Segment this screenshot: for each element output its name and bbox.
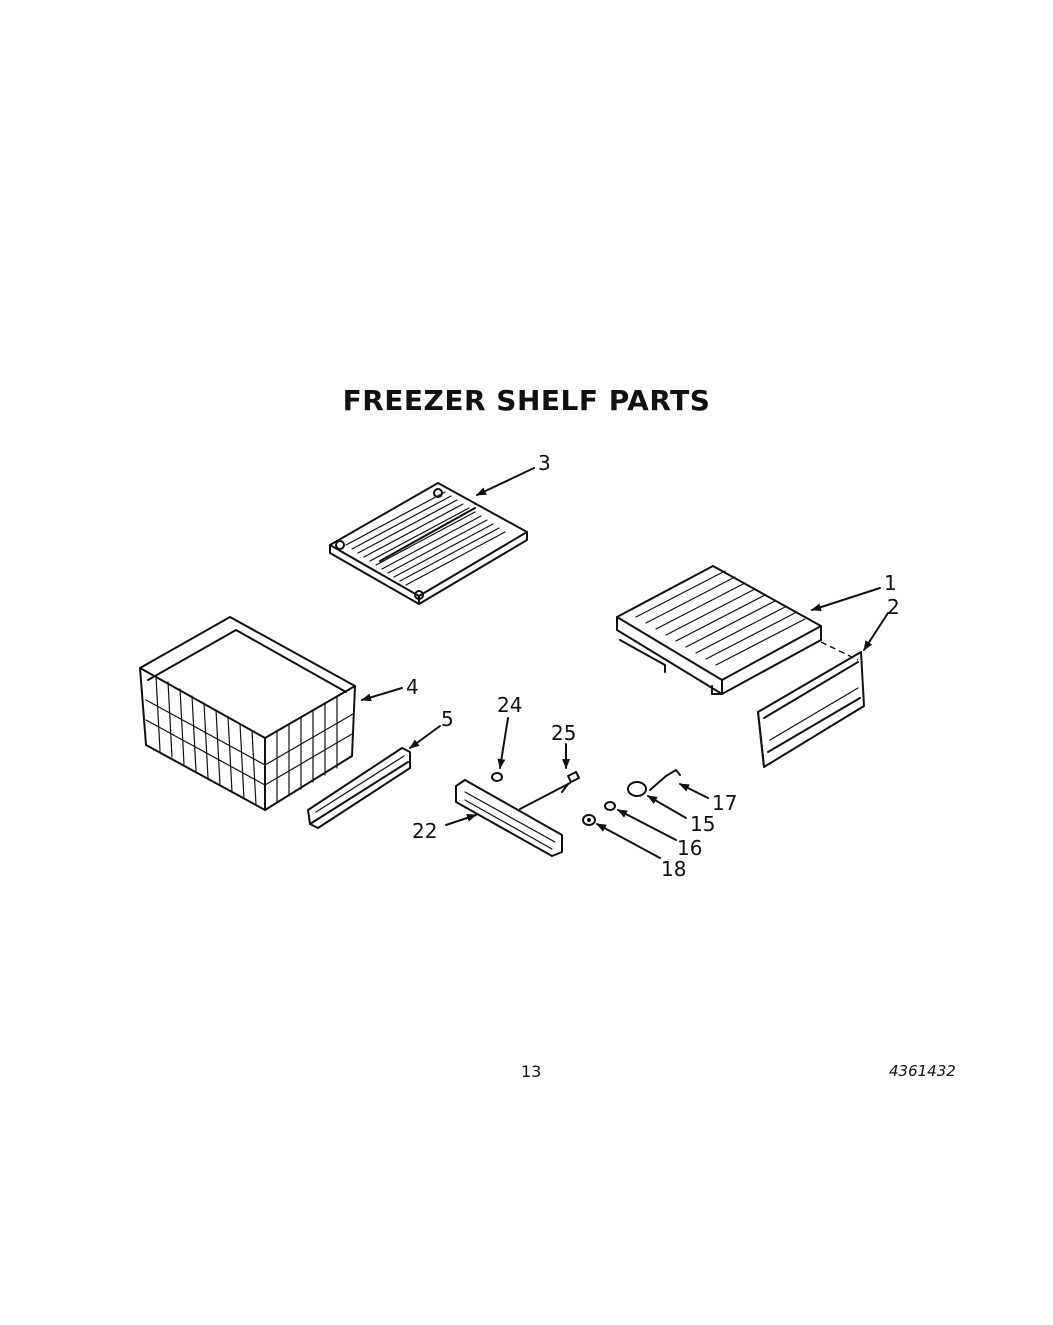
page-number: 13 — [521, 1062, 542, 1081]
callout-22: 22 — [412, 819, 437, 843]
callout-24: 24 — [497, 693, 522, 717]
part-4-wire-basket — [139, 616, 356, 811]
callout-5: 5 — [441, 707, 454, 731]
part-1-solid-shelf — [616, 565, 859, 695]
callout-18: 18 — [661, 857, 686, 881]
part-17-bolt — [649, 769, 681, 791]
part-5-basket-trim — [307, 747, 411, 829]
part-18-washer — [582, 814, 596, 826]
callout-25: 25 — [551, 721, 576, 745]
document-number: 4361432 — [889, 1062, 956, 1080]
callout-2: 2 — [887, 595, 900, 619]
part-24-screw — [491, 772, 503, 782]
part-3-wire-shelf — [329, 482, 528, 605]
callout-17: 17 — [712, 791, 737, 815]
leader-lines — [361, 467, 889, 859]
part-15-roller — [627, 781, 647, 797]
callout-15: 15 — [690, 812, 715, 836]
callout-4: 4 — [406, 675, 419, 699]
part-16-spacer — [604, 801, 616, 811]
callout-16: 16 — [677, 836, 702, 860]
part-22-slide-rail — [455, 779, 571, 857]
part-2-shelf-trim — [757, 651, 865, 768]
callout-1: 1 — [884, 571, 897, 595]
part-25-screw — [561, 771, 580, 793]
callout-3: 3 — [538, 451, 551, 475]
page-title: FREEZER SHELF PARTS — [342, 384, 711, 417]
